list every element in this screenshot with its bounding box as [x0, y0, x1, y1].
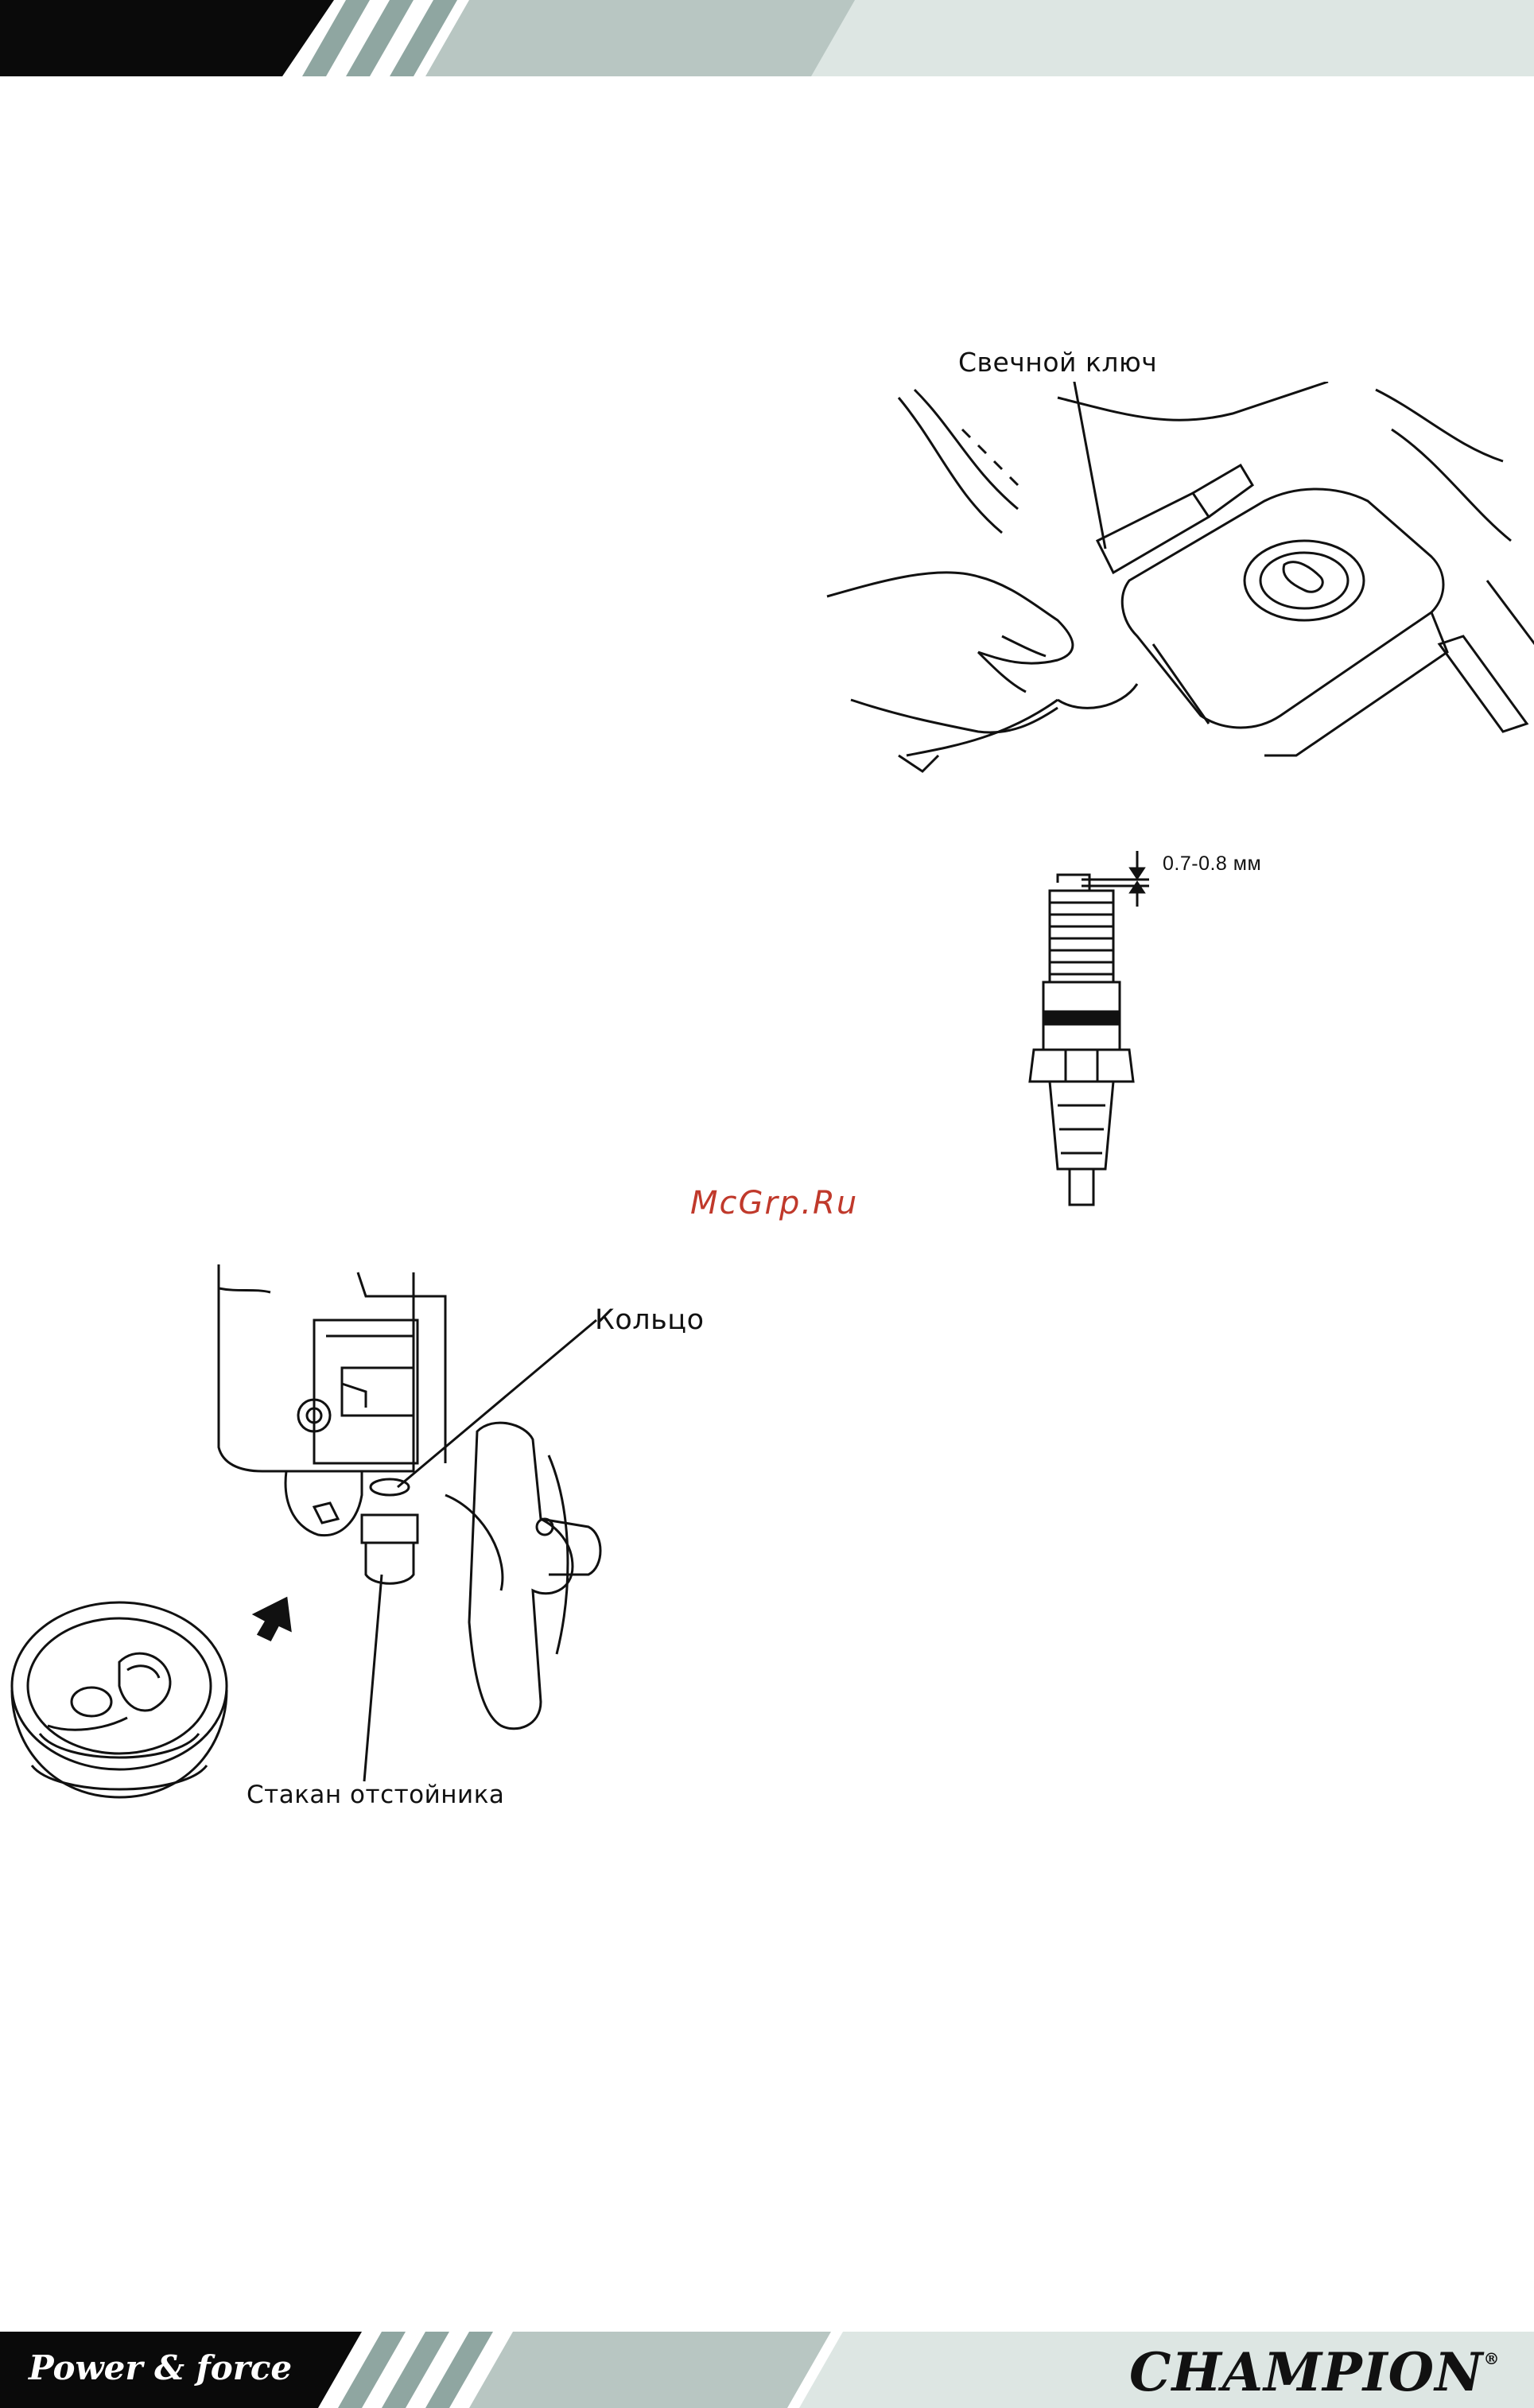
- sediment-cup-illustration: [0, 1256, 604, 1829]
- header-band: [0, 0, 1534, 76]
- footer-slogan: Power & force: [29, 2348, 292, 2387]
- spark-plug-gap-label: 0.7-0.8 мм: [1163, 853, 1261, 876]
- ring-label: Кольцо: [595, 1304, 705, 1336]
- brand-name: CHAMPION: [1129, 2341, 1483, 2403]
- watermark: McGrp.Ru: [690, 1185, 858, 1221]
- spark-plug-wrench-illustration: [819, 382, 1534, 811]
- registered-mark: ®: [1483, 2349, 1500, 2368]
- wrench-figure-label: Свечной ключ: [958, 347, 1157, 378]
- brand-logo: CHAMPION®: [1129, 2341, 1500, 2403]
- spark-plug-illustration: [1010, 843, 1169, 1209]
